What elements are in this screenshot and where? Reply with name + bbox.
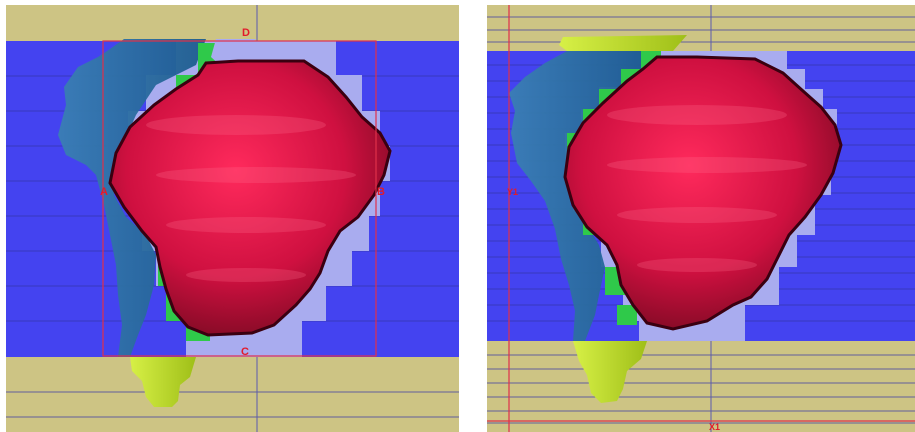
label-y1: Y1 (507, 187, 518, 197)
yellow-top-structure (559, 35, 687, 51)
label-x1: X1 (709, 422, 720, 432)
yellow-structure (573, 341, 647, 403)
red-highlights (146, 115, 356, 282)
top-olive-band (6, 5, 459, 41)
left-render-canvas: D C A B (6, 5, 459, 432)
teal-structure (58, 39, 206, 357)
yellow-structure (130, 357, 196, 407)
left-render-panel: D C A B (6, 5, 459, 432)
label-right: B (377, 186, 385, 198)
red-volume (108, 59, 392, 337)
teal-structure (509, 51, 651, 341)
red-highlights (607, 105, 807, 272)
right-render-canvas: Y1 X1 (487, 5, 915, 432)
label-bottom: C (241, 346, 249, 358)
right-render-panel: Y1 X1 (487, 5, 915, 432)
red-volume (563, 55, 843, 331)
bottom-olive-band (487, 341, 915, 432)
top-olive-band (487, 5, 915, 51)
label-top: D (242, 27, 250, 39)
bounding-box (102, 40, 377, 357)
label-left: A (100, 186, 108, 198)
bottom-olive-band (6, 357, 459, 432)
